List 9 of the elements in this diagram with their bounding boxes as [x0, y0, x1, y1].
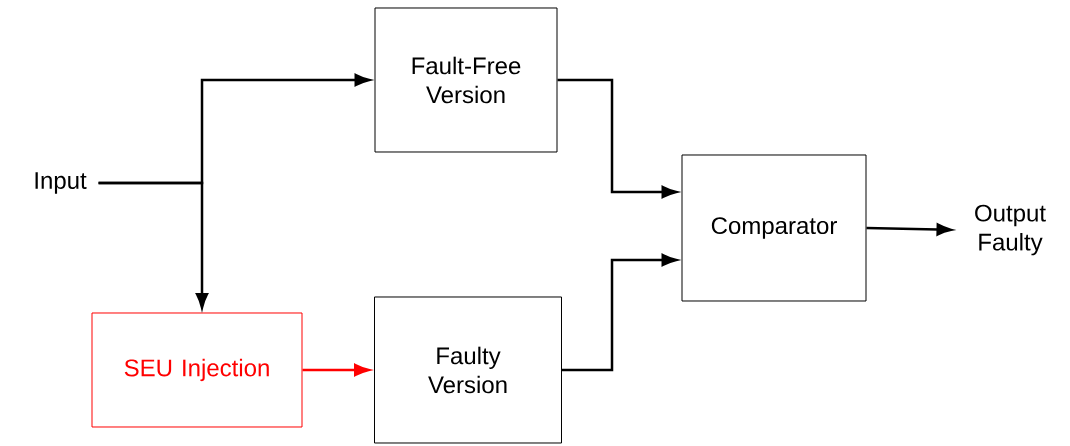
comparator-box: Comparator: [681, 154, 867, 302]
injection-box: SEU Injection: [91, 312, 303, 428]
arrow: [562, 253, 678, 372]
process-box: Faulty Version: [374, 296, 562, 444]
process-box: Fault-Free Version: [374, 7, 558, 153]
input-label: Input: [35, 172, 87, 194]
arrow: [557, 78, 678, 199]
arrow: [866, 223, 953, 236]
output-label: Output Faulty: [975, 204, 1046, 256]
